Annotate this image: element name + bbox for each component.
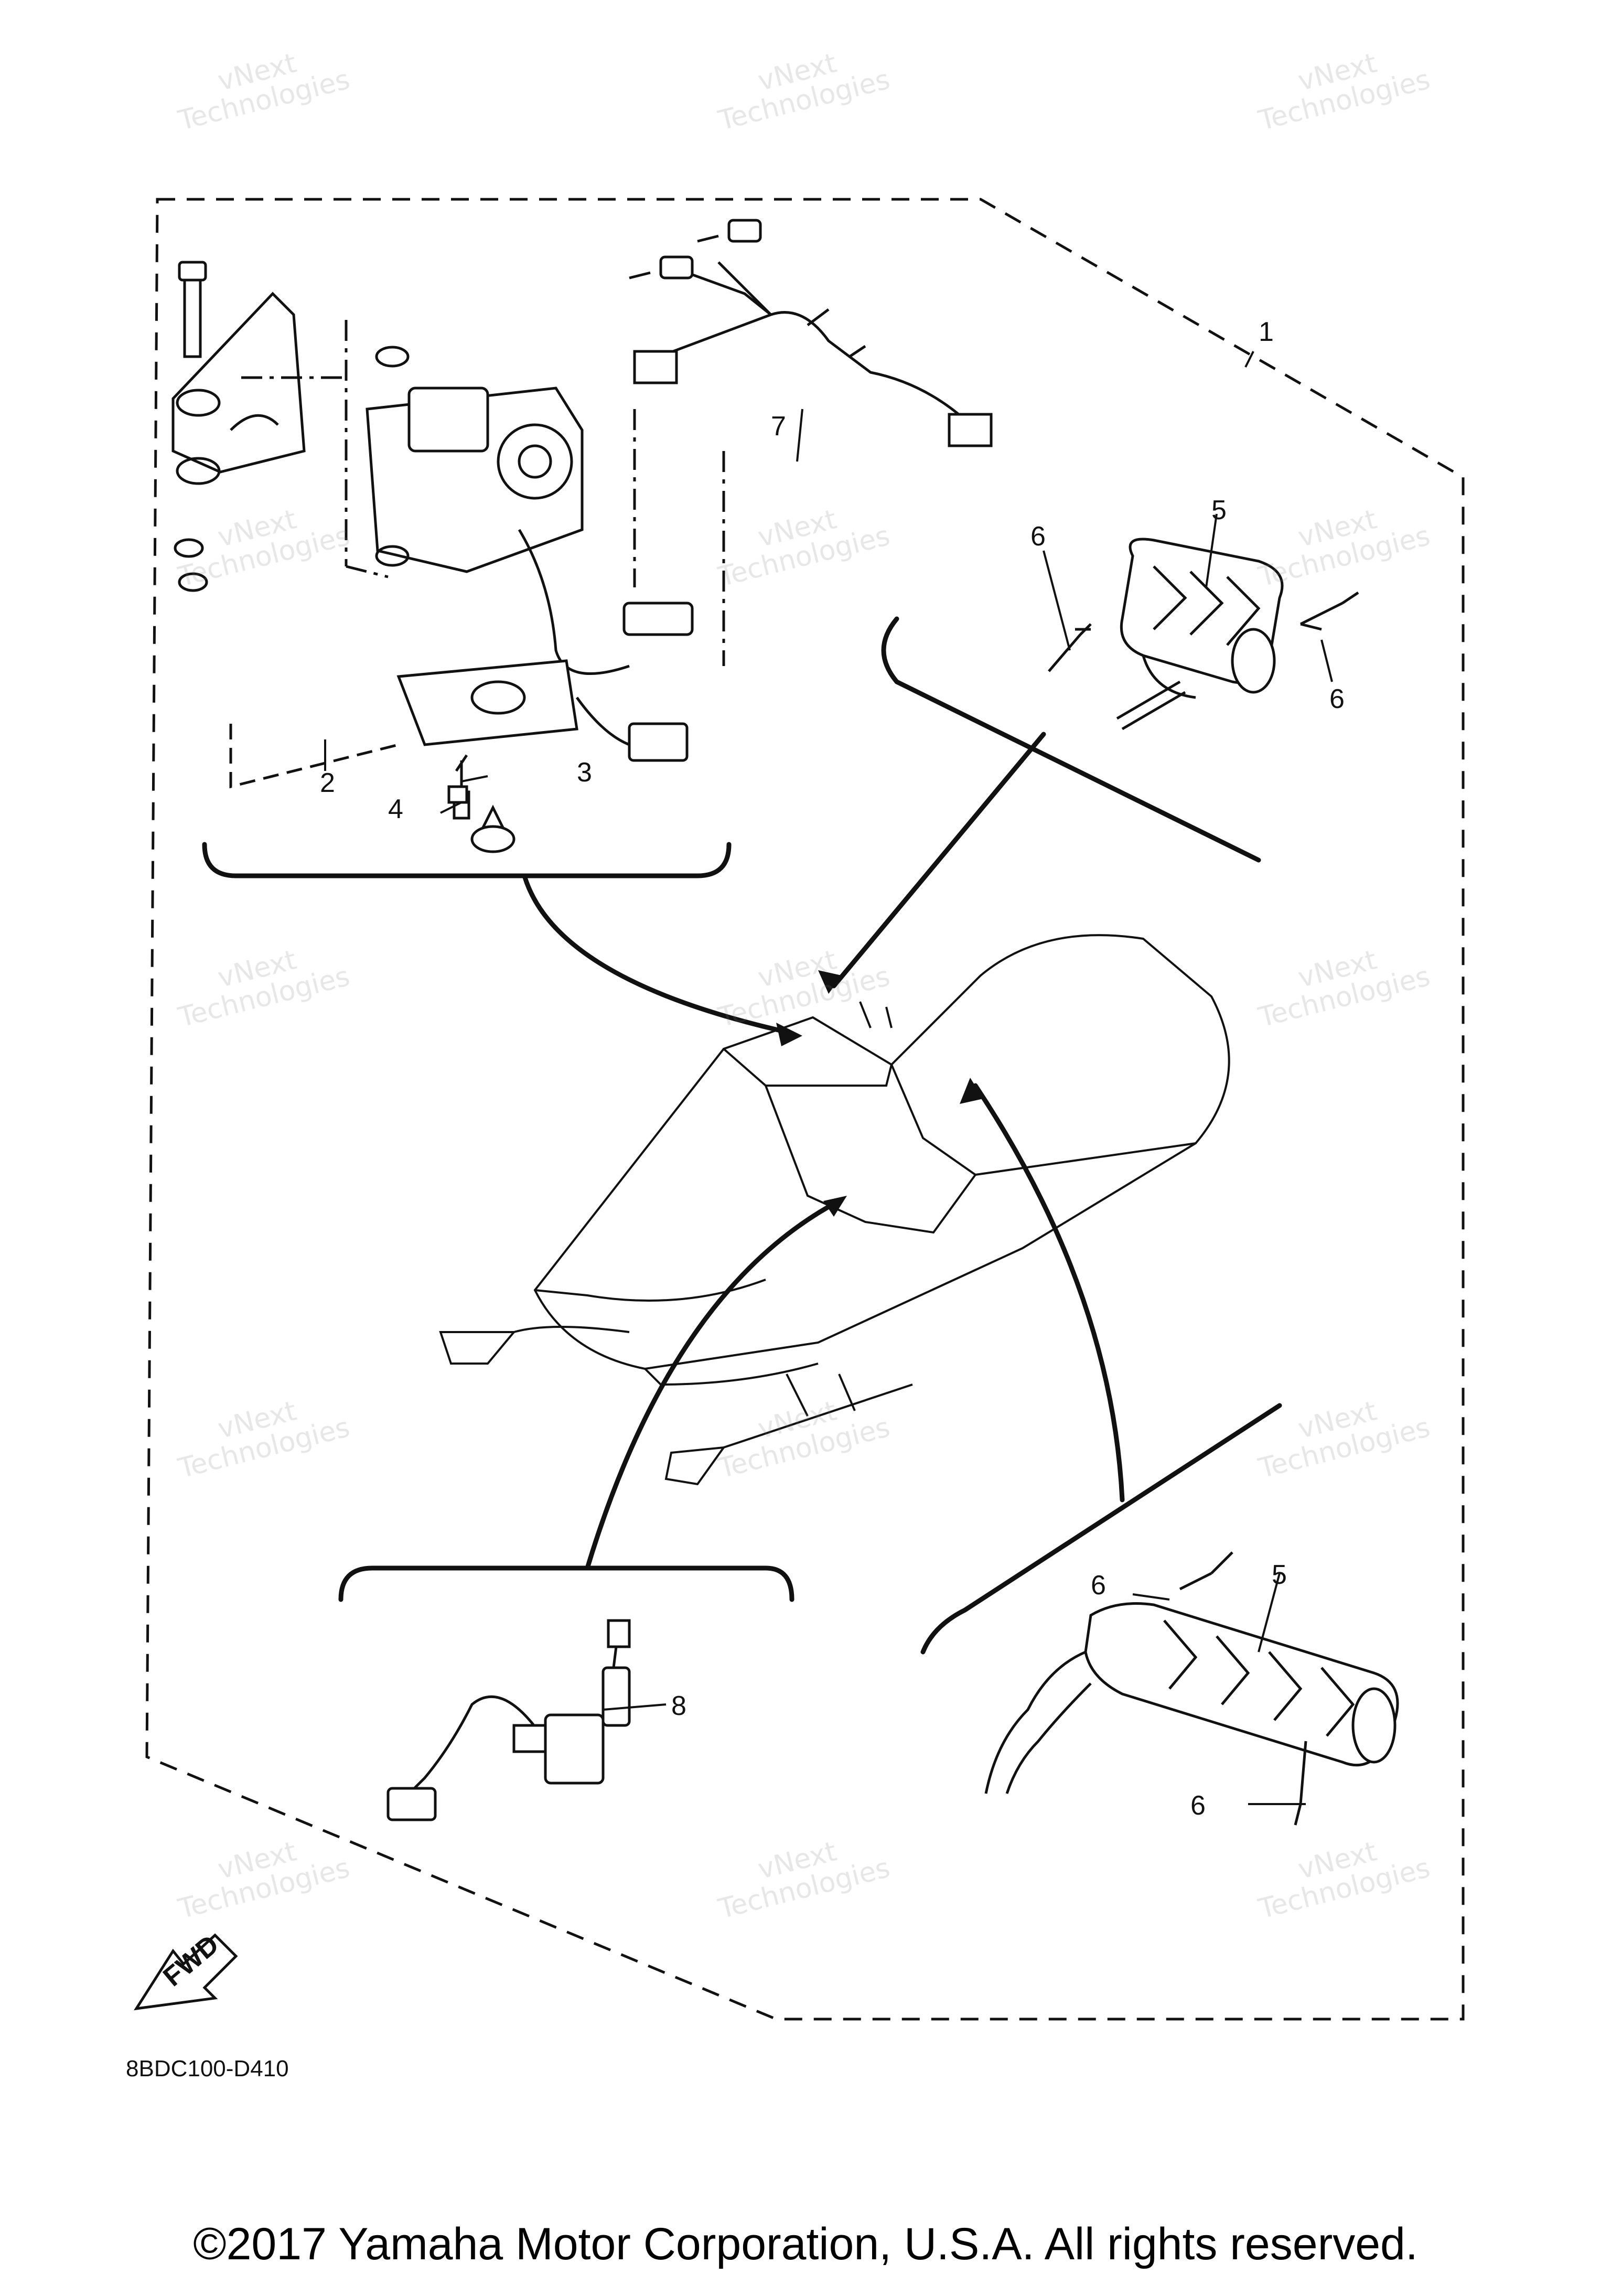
arrowheads xyxy=(776,970,983,1217)
leader-lines xyxy=(324,351,1333,1805)
wire-harness xyxy=(629,219,993,447)
callout-1: 1 xyxy=(1259,317,1274,347)
fwd-arrow: FWD xyxy=(134,1929,238,2011)
callout-8: 8 xyxy=(671,1691,686,1721)
copyright-notice: ©2017 Yamaha Motor Corporation, U.S.A. A… xyxy=(193,2219,1418,2269)
group-brackets xyxy=(202,616,1282,1655)
callout-6-b: 6 xyxy=(1329,684,1345,714)
grip-lower xyxy=(984,1551,1399,1826)
callout-7: 7 xyxy=(771,411,786,442)
snowmobile-outline xyxy=(439,934,1230,1486)
callout-labels: 1 7 2 3 4 6 5 6 6 5 6 8 xyxy=(320,317,1345,1821)
callout-2: 2 xyxy=(320,768,335,798)
callout-3: 3 xyxy=(577,757,592,788)
controller-assembly xyxy=(171,261,725,853)
callout-5-a: 5 xyxy=(1211,495,1227,525)
callout-5-b: 5 xyxy=(1272,1560,1287,1590)
toggle-switch xyxy=(386,1619,631,1821)
callout-6-c: 6 xyxy=(1091,1570,1106,1601)
callout-4: 4 xyxy=(388,794,403,824)
callout-6-d: 6 xyxy=(1190,1790,1206,1821)
kit-boundary-dashed xyxy=(145,198,1465,2021)
diagram-part-code: 8BDC100-D410 xyxy=(126,2056,289,2082)
callout-6-a: 6 xyxy=(1030,521,1046,552)
grip-upper xyxy=(1048,538,1359,731)
